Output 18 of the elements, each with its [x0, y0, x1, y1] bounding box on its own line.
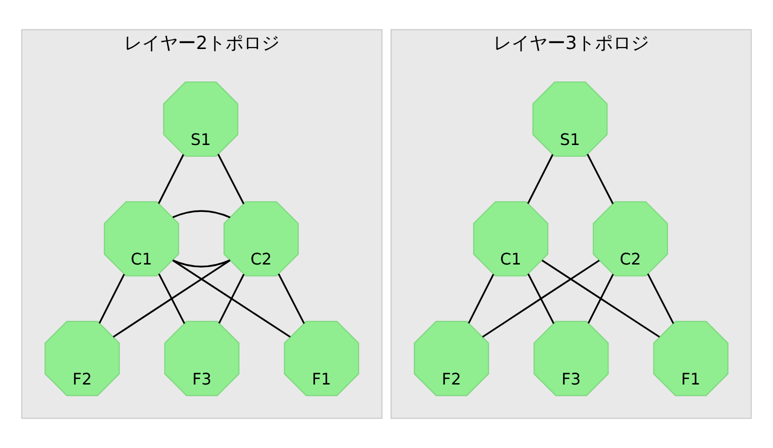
connector — [218, 274, 245, 324]
connector — [172, 210, 230, 218]
connector — [527, 274, 554, 324]
connector — [217, 154, 244, 204]
connector — [586, 154, 614, 204]
connector — [158, 154, 184, 204]
connector — [588, 274, 614, 324]
connector — [482, 260, 600, 338]
connector — [527, 154, 554, 204]
connector — [647, 274, 674, 324]
connector — [468, 274, 494, 324]
connector — [542, 260, 660, 338]
connector — [278, 274, 305, 324]
connector — [98, 274, 125, 324]
connector — [112, 260, 230, 338]
connector — [158, 274, 186, 324]
connector — [172, 259, 230, 268]
connector — [172, 260, 291, 338]
